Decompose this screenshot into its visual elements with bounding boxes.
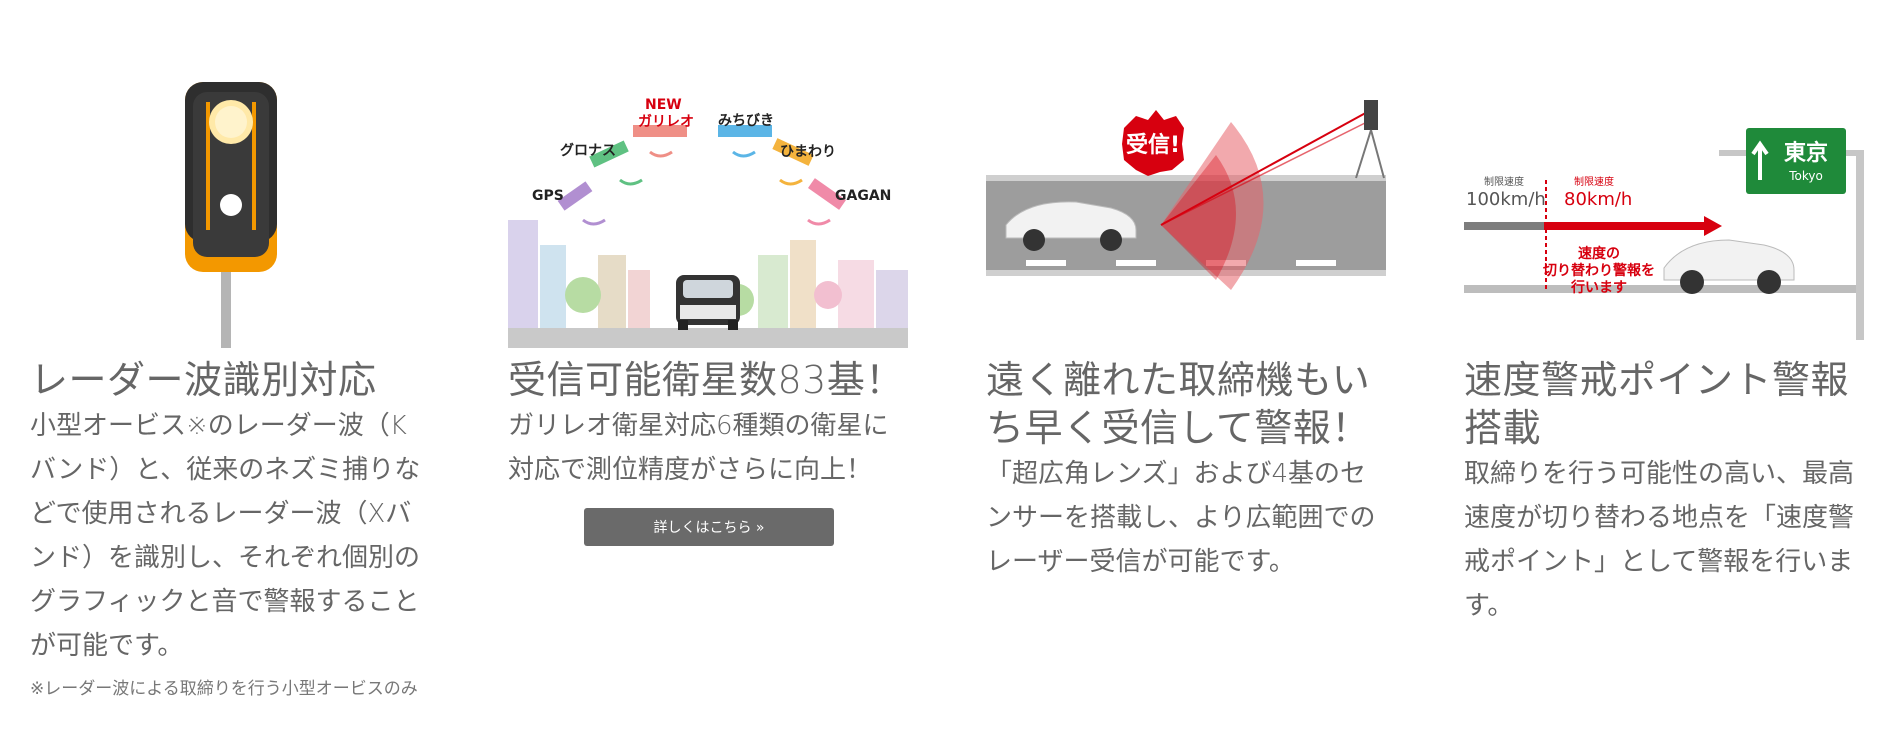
feature-footnote: ※レーダー波による取締りを行う小型オービスのみ <box>30 679 418 699</box>
feature-description: ガリレオ衛星対応6種類の衛星に対応で測位精度がさらに向上！ <box>508 411 889 485</box>
label-michibiki: みちびき <box>718 113 774 129</box>
label-gagan: GAGAN <box>835 188 891 204</box>
satellite-himawari-icon <box>772 138 814 186</box>
details-button[interactable]: 詳しくはこちら » <box>584 508 834 546</box>
limit-value-2: 80km/h <box>1564 189 1632 210</box>
feature-satellites: GPS グロナス NEW ガリレオ みちびき ひまわり GAGAN 受信可能衛星… <box>508 80 908 546</box>
alert-line-3: 行います <box>1570 279 1627 296</box>
speed-warning-illustration: 東京 Tokyo 制限速度 100km/h 制限速度 80km/h 速度の 切り… <box>1464 80 1869 348</box>
radar-detector-image <box>185 82 277 348</box>
alert-line-2: 切り替わり警報を <box>1543 262 1655 279</box>
speed-warning-image: 東京 Tokyo 制限速度 100km/h 制限速度 80km/h 速度の 切り… <box>1464 128 1869 340</box>
satellite-glonass-icon <box>589 140 643 186</box>
sign-city: 東京 <box>1784 140 1828 166</box>
feature-description: 「超広角レンズ」および4基のセンサーを搭載し、より広範囲でのレーザー受信が可能で… <box>986 459 1376 577</box>
feature-description: 小型オービス※のレーダー波（Kバンド）と、従来のネズミ捕りなどで使用されるレーダ… <box>30 411 421 661</box>
label-gps: GPS <box>532 188 564 204</box>
sign-city-en: Tokyo <box>1788 169 1823 183</box>
satellite-gagan-icon <box>807 178 847 226</box>
feature-speed-warning-point: 東京 Tokyo 制限速度 100km/h 制限速度 80km/h 速度の 切り… <box>1464 80 1869 628</box>
satellite-illustration: GPS グロナス NEW ガリレオ みちびき ひまわり GAGAN <box>508 80 908 348</box>
feature-title: レーダー波識別対応 <box>30 358 377 402</box>
received-badge: 受信! <box>1126 132 1180 158</box>
satellite-michibiki-icon <box>718 125 772 158</box>
feature-radar-identification: レーダー波識別対応 小型オービス※のレーダー波（Kバンド）と、従来のネズミ捕りな… <box>30 80 430 704</box>
satellite-image: GPS グロナス NEW ガリレオ みちびき ひまわり GAGAN <box>508 97 908 348</box>
alert-line-1: 速度の <box>1578 245 1620 262</box>
satellite-gps-icon <box>557 181 606 226</box>
feature-title: 受信可能衛星数83基！ <box>508 358 904 402</box>
limit-value-1: 100km/h <box>1466 189 1546 210</box>
label-new: NEW <box>645 97 682 113</box>
laser-illustration: 受信! <box>986 80 1386 348</box>
satellite-galileo-icon <box>633 125 687 158</box>
limit-caption-1: 制限速度 <box>1484 175 1524 188</box>
feature-title: 遠く離れた取締機もいち早く受信して警報！ <box>986 358 1371 450</box>
feature-description: 取締りを行う可能性の高い、最高速度が切り替わる地点を「速度警戒ポイント」として警… <box>1464 459 1855 621</box>
feature-wide-angle-laser: 受信! 遠く離れた取締機もいち早く受信して警報！ 「超広角レンズ」および4基のセ… <box>986 80 1386 584</box>
laser-image: 受信! <box>986 100 1386 290</box>
limit-caption-2: 制限速度 <box>1574 175 1614 188</box>
label-himawari: ひまわり <box>780 144 836 160</box>
radar-device-illustration <box>30 80 430 348</box>
feature-title: 速度警戒ポイント警報搭載 <box>1464 358 1850 450</box>
label-galileo: ガリレオ <box>638 114 694 130</box>
label-glonass: グロナス <box>560 142 616 159</box>
